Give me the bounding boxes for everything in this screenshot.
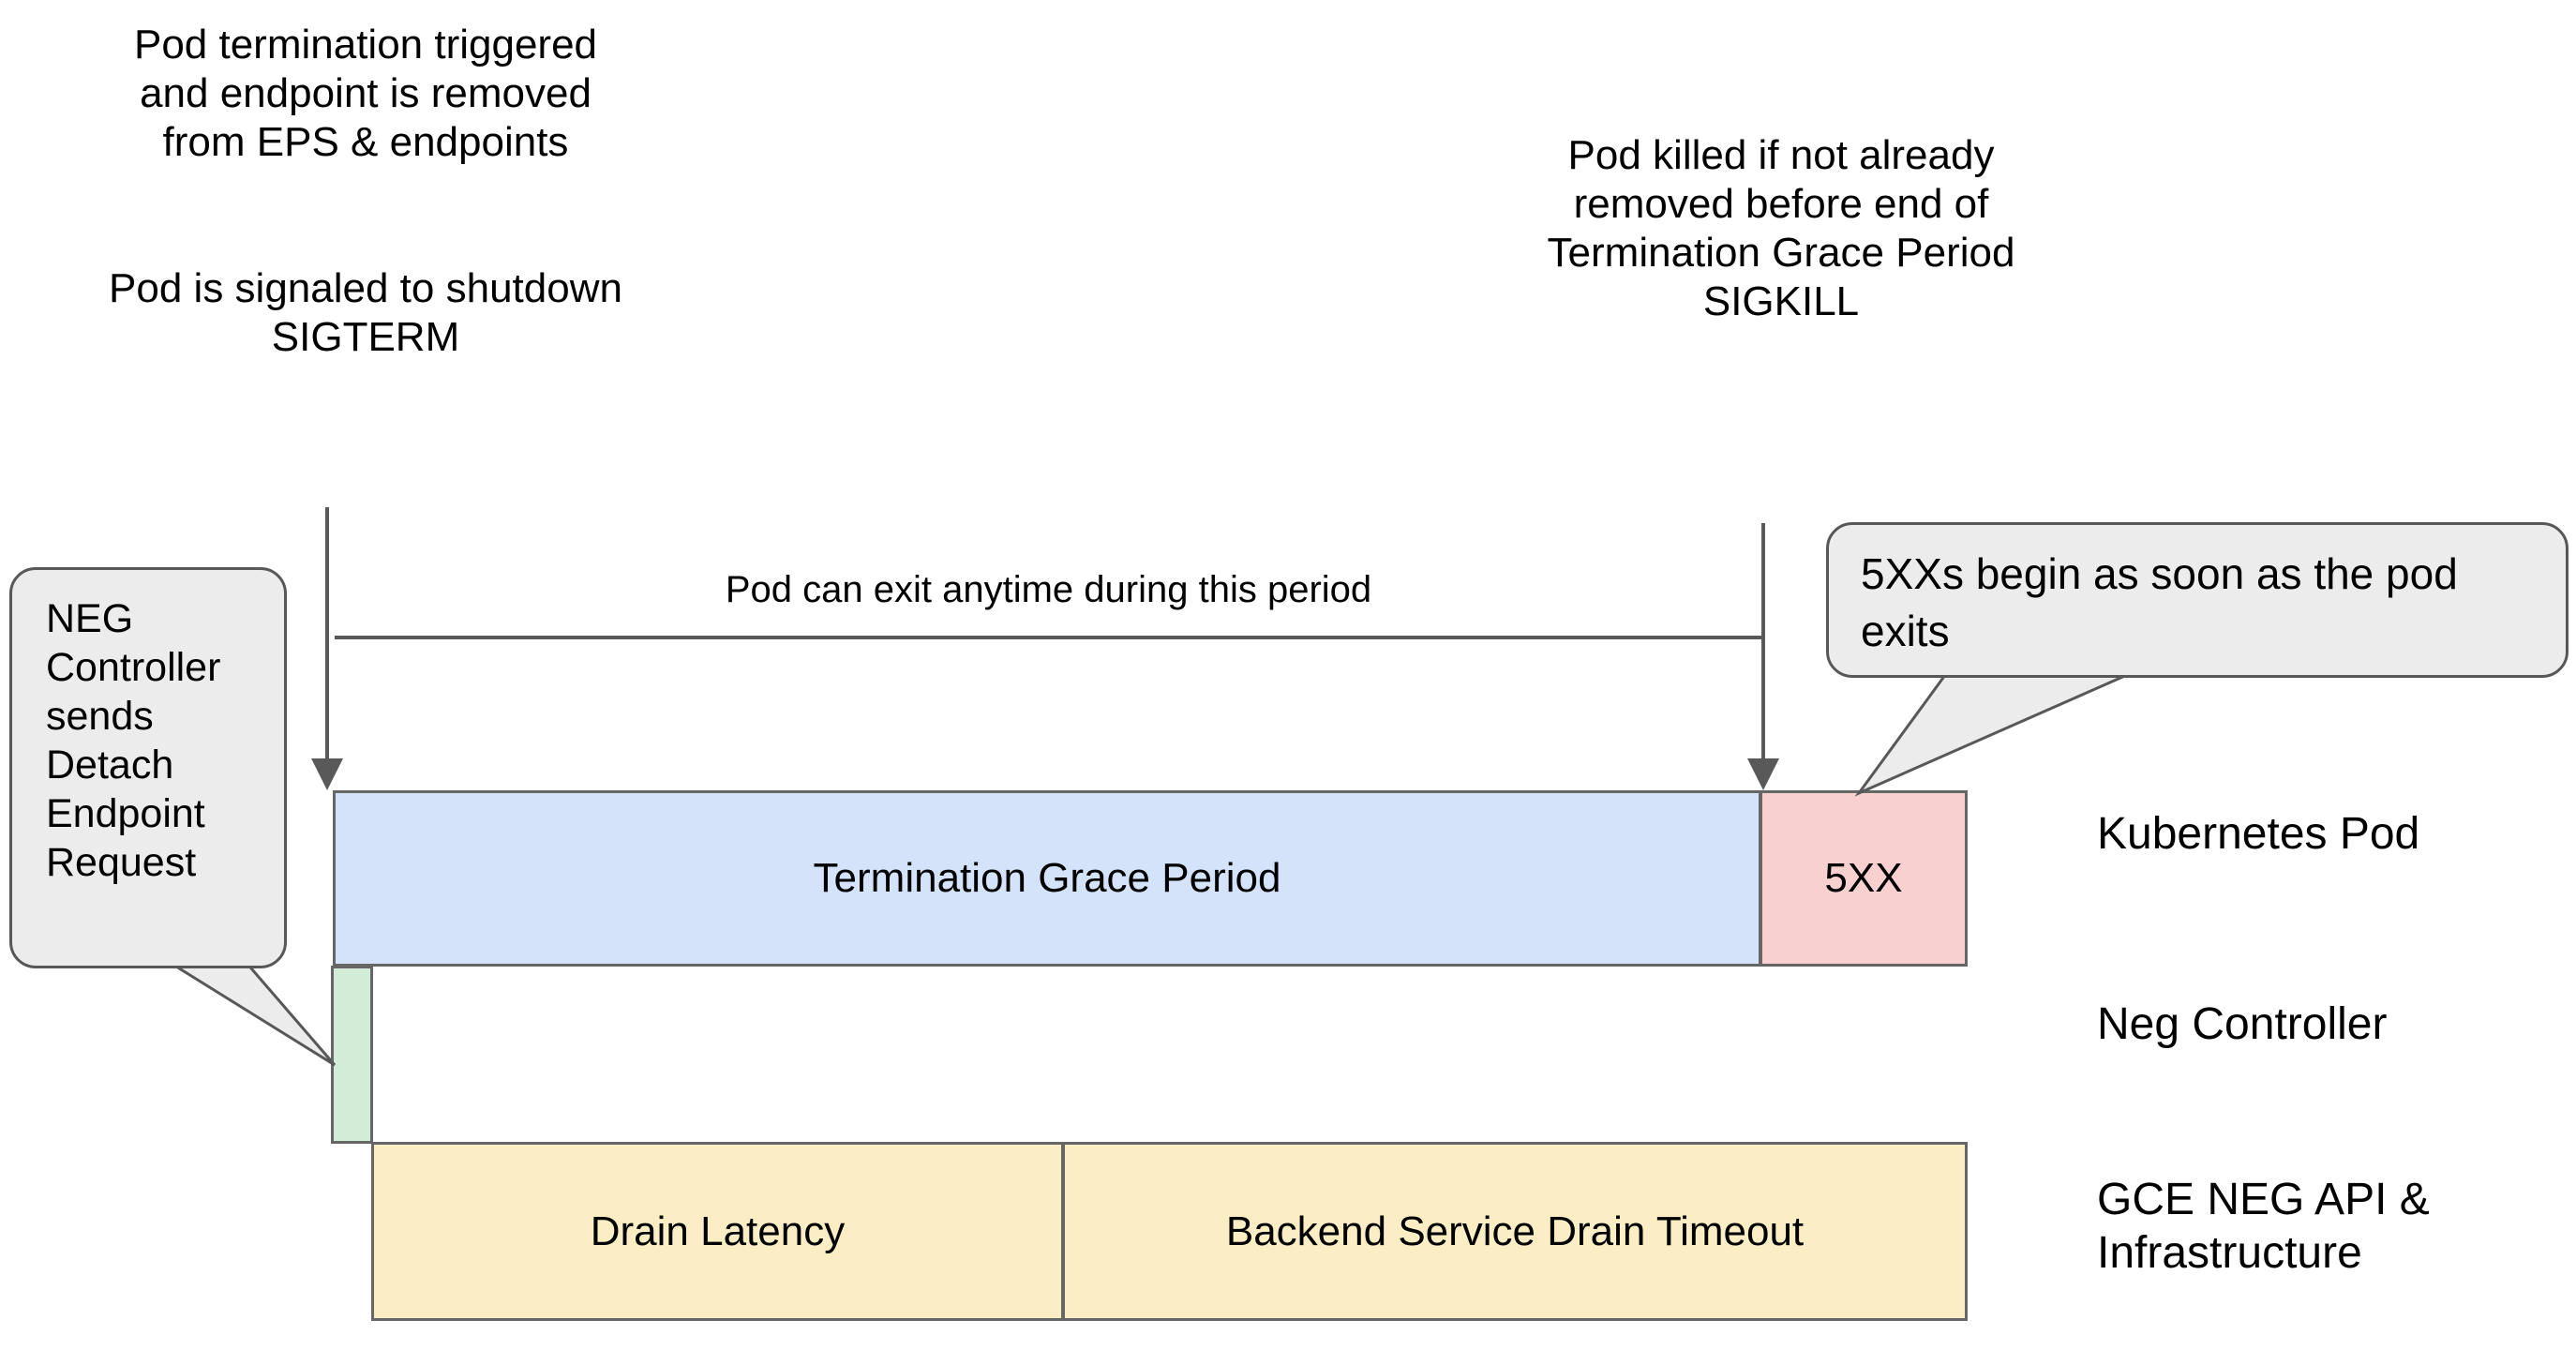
- bar-backend-service-drain-timeout: Backend Service Drain Timeout: [1062, 1142, 1968, 1321]
- arrow-shaft: [325, 507, 329, 758]
- row-label-kubernetes-pod: Kubernetes Pod: [2097, 809, 2420, 859]
- period-span-line: [335, 636, 1762, 639]
- row-label-gce-neg-api: GCE NEG API & Infrastructure: [2097, 1175, 2430, 1278]
- arrow-shaft: [1761, 523, 1765, 758]
- arrow-head: [1747, 758, 1779, 790]
- bar-5xx: 5XX: [1760, 790, 1968, 967]
- period-caption-pod-can-exit: Pod can exit anytime during this period: [725, 569, 1372, 610]
- callout-5xx-begin: 5XXs begin as soon as the pod exits: [1826, 522, 2569, 678]
- annotation-pod-signaled-sigterm: Pod is signaled to shutdown SIGTERM: [109, 265, 622, 360]
- row-label-neg-controller: Neg Controller: [2097, 999, 2388, 1049]
- bar-neg-detach: [331, 966, 373, 1144]
- arrow-head: [311, 758, 343, 790]
- neg-callout-tail: [163, 960, 337, 1067]
- five-xx-callout-tail: [1854, 669, 2136, 797]
- bar-drain-latency: Drain Latency: [371, 1142, 1064, 1321]
- annotation-pod-killed-sigkill: Pod killed if not already removed before…: [1547, 132, 2015, 324]
- callout-neg-controller-detach: NEG Controller sends Detach Endpoint Req…: [9, 567, 287, 968]
- annotation-pod-termination-triggered: Pod termination triggered and endpoint i…: [133, 22, 598, 165]
- bar-termination-grace-period: Termination Grace Period: [333, 790, 1761, 967]
